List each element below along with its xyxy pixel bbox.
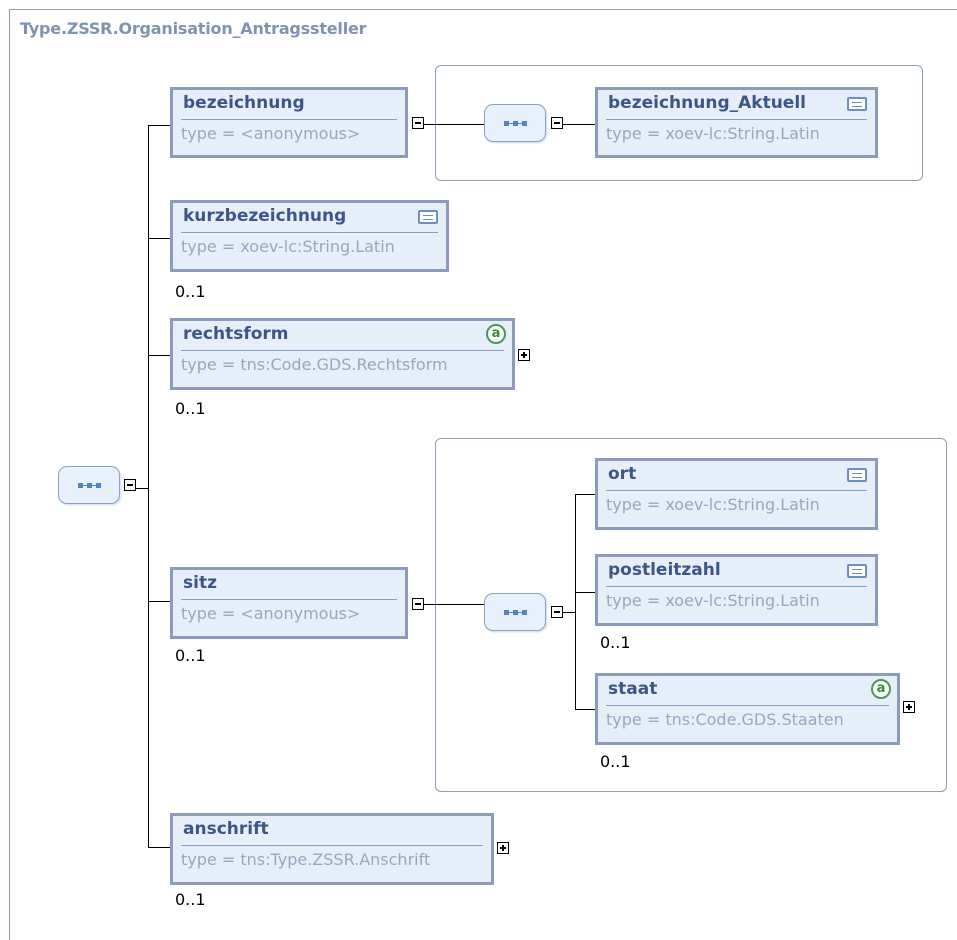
type-frame (9, 9, 957, 940)
sitz-sequence-compositor[interactable] (484, 593, 546, 631)
connector-line (424, 604, 484, 605)
connector-line (148, 125, 149, 848)
occurrence-label: 0..1 (175, 282, 206, 301)
connector-line (148, 601, 170, 602)
collapse-minus-icon[interactable] (412, 598, 424, 610)
element-name: postleitzahl (608, 560, 721, 580)
documentation-icon (418, 210, 438, 224)
element-staat[interactable]: staat a type = tns:Code.GDS.Staaten (595, 673, 900, 745)
element-type: type = tns:Code.GDS.Staaten (606, 710, 844, 729)
element-name: anschrift (183, 819, 269, 839)
connector-line (148, 355, 170, 356)
collapse-minus-icon[interactable] (124, 479, 136, 491)
connector-line (575, 494, 595, 495)
element-anschrift[interactable]: anschrift type = tns:Type.ZSSR.Anschrift (170, 813, 494, 885)
element-type: type = xoev-lc:String.Latin (181, 237, 395, 256)
expand-plus-icon[interactable] (497, 842, 509, 854)
expand-plus-icon[interactable] (518, 349, 530, 361)
element-sitz[interactable]: sitz type = <anonymous> (170, 567, 408, 639)
documentation-icon (847, 468, 867, 482)
element-name: bezeichnung_Aktuell (608, 93, 806, 113)
element-ort[interactable]: ort type = xoev-lc:String.Latin (595, 458, 878, 530)
occurrence-label: 0..1 (175, 646, 206, 665)
connector-line (575, 709, 595, 710)
expand-plus-icon[interactable] (903, 701, 915, 713)
element-type: type = xoev-lc:String.Latin (606, 591, 820, 610)
collapse-minus-icon[interactable] (551, 117, 563, 129)
element-divider (181, 845, 483, 846)
element-divider (606, 586, 867, 587)
element-rechtsform[interactable]: rechtsform a type = tns:Code.GDS.Rechtsf… (170, 318, 515, 390)
element-divider (181, 119, 397, 120)
occurrence-label: 0..1 (600, 752, 631, 771)
connector-line (424, 124, 484, 125)
element-postleitzahl[interactable]: postleitzahl type = xoev-lc:String.Latin (595, 554, 878, 626)
element-divider (606, 490, 867, 491)
documentation-icon (847, 97, 867, 111)
connector-line (148, 847, 170, 848)
collapse-minus-icon[interactable] (551, 606, 563, 618)
occurrence-label: 0..1 (175, 399, 206, 418)
element-name: staat (608, 679, 658, 699)
element-bezeichnung-aktuell[interactable]: bezeichnung_Aktuell type = xoev-lc:Strin… (595, 87, 878, 158)
connector-line (575, 494, 576, 710)
connector-line (563, 124, 595, 125)
element-divider (606, 705, 889, 706)
element-name: ort (608, 464, 637, 484)
element-name: sitz (183, 573, 217, 593)
element-type: type = xoev-lc:String.Latin (606, 495, 820, 514)
connector-line (148, 238, 170, 239)
element-type: type = <anonymous> (181, 604, 361, 623)
collapse-minus-icon[interactable] (412, 117, 424, 129)
type-title: Type.ZSSR.Organisation_Antragssteller (20, 19, 367, 38)
element-name: kurzbezeichnung (183, 206, 347, 226)
documentation-icon (847, 564, 867, 578)
occurrence-label: 0..1 (175, 890, 206, 909)
element-divider (606, 119, 867, 120)
element-type: type = tns:Type.ZSSR.Anschrift (181, 850, 431, 869)
element-bezeichnung[interactable]: bezeichnung type = <anonymous> (170, 87, 408, 158)
element-type: type = xoev-lc:String.Latin (606, 124, 820, 143)
bezeichnung-sequence-compositor[interactable] (484, 104, 546, 142)
occurrence-label: 0..1 (600, 633, 631, 652)
connector-line (148, 125, 170, 126)
element-type: type = tns:Code.GDS.Rechtsform (181, 355, 448, 374)
root-sequence-compositor[interactable] (58, 466, 120, 504)
connector-line (575, 592, 595, 593)
connector-line (563, 612, 576, 613)
attribute-icon: a (871, 679, 891, 699)
element-divider (181, 350, 504, 351)
element-type: type = <anonymous> (181, 124, 361, 143)
element-name: bezeichnung (183, 93, 305, 113)
element-divider (181, 232, 438, 233)
element-divider (181, 599, 397, 600)
element-name: rechtsform (183, 324, 289, 344)
attribute-icon: a (486, 324, 506, 344)
element-kurzbezeichnung[interactable]: kurzbezeichnung type = xoev-lc:String.La… (170, 200, 449, 272)
connector-line (136, 488, 149, 489)
